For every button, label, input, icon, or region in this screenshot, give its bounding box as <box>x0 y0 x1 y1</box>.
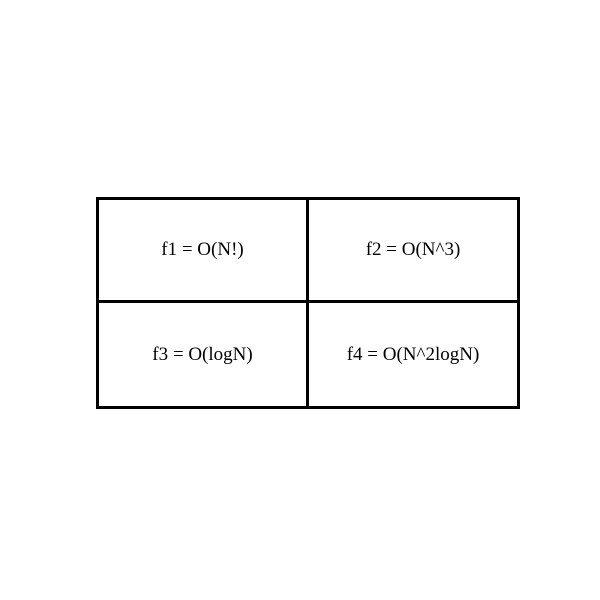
cell-f2: f2 = O(N^3) <box>309 200 517 303</box>
cell-f2-label: f2 = O(N^3) <box>365 239 461 260</box>
cell-f4: f4 = O(N^2logN) <box>309 303 517 406</box>
cell-f3: f3 = O(logN) <box>99 303 309 406</box>
cell-f4-label: f4 = O(N^2logN) <box>346 343 480 365</box>
cell-f1: f1 = O(N!) <box>99 200 309 303</box>
cell-f1-label: f1 = O(N!) <box>161 239 244 260</box>
cell-f3-label: f3 = O(logN) <box>152 343 253 365</box>
complexity-table: f1 = O(N!) f2 = O(N^3) f3 = O(logN) f4 =… <box>96 197 520 409</box>
